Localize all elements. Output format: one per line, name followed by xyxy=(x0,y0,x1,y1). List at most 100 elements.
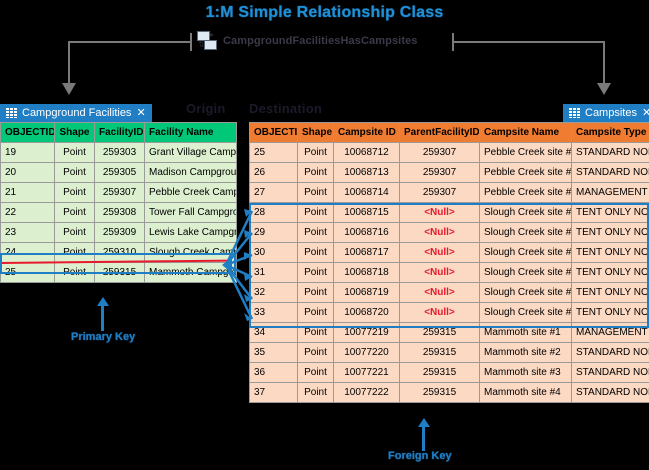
cell-facility-name[interactable]: Tower Fall Campground xyxy=(144,202,237,223)
cell-parentfacilityid[interactable]: <Null> xyxy=(399,262,480,283)
cell-campsite-name[interactable]: Pebble Creek site #27 xyxy=(479,182,572,203)
cell-facilityid[interactable]: 259310 xyxy=(94,242,145,263)
column-header-shape[interactable]: Shape xyxy=(54,122,95,143)
cell-shape[interactable]: Point xyxy=(297,242,334,263)
cell-facilityid[interactable]: 259303 xyxy=(94,142,145,163)
cell-shape[interactable]: Point xyxy=(297,262,334,283)
cell-shape[interactable]: Point xyxy=(297,182,334,203)
column-header-campsite-id[interactable]: Campsite ID xyxy=(333,122,400,143)
cell-facility-name[interactable]: Grant Village Campground xyxy=(144,142,237,163)
cell-campsite-name[interactable]: Mammoth site #1 xyxy=(479,322,572,343)
cell-campsite-id[interactable]: 10068714 xyxy=(333,182,400,203)
cell-objectid[interactable]: 26 xyxy=(249,162,298,183)
cell-objectid[interactable]: 32 xyxy=(249,282,298,303)
cell-campsite-id[interactable]: 10068712 xyxy=(333,142,400,163)
column-header-campsite-name[interactable]: Campsite Name xyxy=(479,122,572,143)
cell-campsite-type[interactable]: STANDARD NONELECTRIC xyxy=(571,142,649,163)
cell-shape[interactable]: Point xyxy=(297,282,334,303)
cell-campsite-id[interactable]: 10068718 xyxy=(333,262,400,283)
cell-shape[interactable]: Point xyxy=(54,222,95,243)
cell-parentfacilityid[interactable]: 259315 xyxy=(399,322,480,343)
cell-campsite-type[interactable]: MANAGEMENT xyxy=(571,182,649,203)
cell-objectid[interactable]: 25 xyxy=(249,142,298,163)
cell-objectid[interactable]: 28 xyxy=(249,202,298,223)
cell-parentfacilityid[interactable]: <Null> xyxy=(399,242,480,263)
cell-campsite-type[interactable]: TENT ONLY NONELECTRIC xyxy=(571,222,649,243)
cell-objectid[interactable]: 29 xyxy=(249,222,298,243)
cell-campsite-name[interactable]: Mammoth site #3 xyxy=(479,362,572,383)
cell-parentfacilityid[interactable]: 259315 xyxy=(399,362,480,383)
cell-objectid[interactable]: 30 xyxy=(249,242,298,263)
cell-campsite-type[interactable]: TENT ONLY NONELECTRIC xyxy=(571,262,649,283)
cell-campsite-name[interactable]: Mammoth site #4 xyxy=(479,382,572,403)
cell-campsite-type[interactable]: TENT ONLY NONELECTRIC xyxy=(571,202,649,223)
cell-parentfacilityid[interactable]: 259315 xyxy=(399,342,480,363)
cell-campsite-name[interactable]: Pebble Creek site #25 xyxy=(479,142,572,163)
cell-campsite-name[interactable]: Slough Creek site #3 xyxy=(479,242,572,263)
cell-campsite-name[interactable]: Slough Creek site #5 xyxy=(479,282,572,303)
cell-campsite-id[interactable]: 10077221 xyxy=(333,362,400,383)
cell-objectid[interactable]: 22 xyxy=(0,202,55,223)
cell-objectid[interactable]: 20 xyxy=(0,162,55,183)
cell-campsite-type[interactable]: STANDARD NONELECTRIC xyxy=(571,342,649,363)
cell-objectid[interactable]: 31 xyxy=(249,262,298,283)
cell-parentfacilityid[interactable]: 259315 xyxy=(399,382,480,403)
cell-shape[interactable]: Point xyxy=(297,142,334,163)
cell-campsite-id[interactable]: 10068719 xyxy=(333,282,400,303)
cell-shape[interactable]: Point xyxy=(297,362,334,383)
origin-attribute-table[interactable]: OBJECTID Shape FacilityID Facility Name … xyxy=(0,122,237,283)
cell-facilityid[interactable]: 259305 xyxy=(94,162,145,183)
column-header-objectid[interactable]: OBJECTID xyxy=(249,122,298,143)
cell-shape[interactable]: Point xyxy=(297,382,334,403)
cell-campsite-type[interactable]: STANDARD NONELECTRIC xyxy=(571,362,649,383)
cell-facilityid[interactable]: 259309 xyxy=(94,222,145,243)
cell-objectid[interactable]: 23 xyxy=(0,222,55,243)
cell-shape[interactable]: Point xyxy=(297,342,334,363)
cell-objectid[interactable]: 19 xyxy=(0,142,55,163)
cell-parentfacilityid[interactable]: <Null> xyxy=(399,282,480,303)
cell-campsite-id[interactable]: 10068713 xyxy=(333,162,400,183)
cell-facility-name[interactable]: Madison Campground xyxy=(144,162,237,183)
cell-campsite-id[interactable]: 10068720 xyxy=(333,302,400,323)
cell-facilityid[interactable]: 259308 xyxy=(94,202,145,223)
cell-objectid[interactable]: 27 xyxy=(249,182,298,203)
cell-objectid[interactable]: 24 xyxy=(0,242,55,263)
cell-campsite-id[interactable]: 10077220 xyxy=(333,342,400,363)
cell-campsite-type[interactable]: TENT ONLY NONELECTRIC xyxy=(571,302,649,323)
cell-shape[interactable]: Point xyxy=(54,182,95,203)
tab-campsites[interactable]: Campsites ✕ xyxy=(563,104,649,122)
cell-parentfacilityid[interactable]: 259307 xyxy=(399,162,480,183)
cell-shape[interactable]: Point xyxy=(54,162,95,183)
column-header-objectid[interactable]: OBJECTID xyxy=(0,122,55,143)
cell-shape[interactable]: Point xyxy=(297,322,334,343)
cell-objectid[interactable]: 34 xyxy=(249,322,298,343)
cell-campsite-id[interactable]: 10068717 xyxy=(333,242,400,263)
column-header-facilityid[interactable]: FacilityID xyxy=(94,122,145,143)
cell-shape[interactable]: Point xyxy=(54,202,95,223)
cell-shape[interactable]: Point xyxy=(297,302,334,323)
cell-campsite-id[interactable]: 10077219 xyxy=(333,322,400,343)
cell-campsite-name[interactable]: Mammoth site #2 xyxy=(479,342,572,363)
cell-parentfacilityid[interactable]: <Null> xyxy=(399,302,480,323)
cell-objectid[interactable]: 25 xyxy=(0,262,55,283)
close-icon[interactable]: ✕ xyxy=(641,106,649,119)
cell-objectid[interactable]: 21 xyxy=(0,182,55,203)
cell-campsite-name[interactable]: Pebble Creek site #26 xyxy=(479,162,572,183)
cell-facilityid[interactable]: 259315 xyxy=(94,262,145,283)
cell-shape[interactable]: Point xyxy=(54,262,95,283)
cell-shape[interactable]: Point xyxy=(297,202,334,223)
cell-parentfacilityid[interactable]: 259307 xyxy=(399,142,480,163)
cell-shape[interactable]: Point xyxy=(54,242,95,263)
column-header-parentfacilityid[interactable]: ParentFacilityID xyxy=(399,122,480,143)
